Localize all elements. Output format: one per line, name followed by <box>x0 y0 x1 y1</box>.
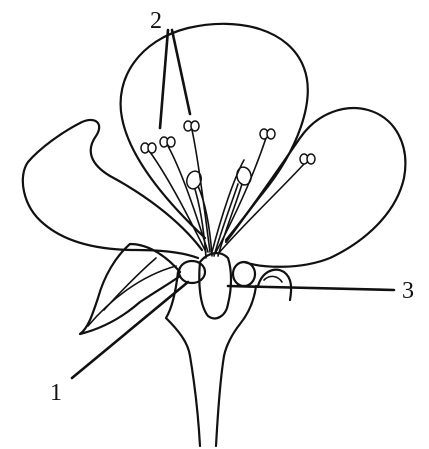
nectary-left <box>179 261 205 283</box>
petal-top <box>121 24 308 240</box>
sepal-left-vein <box>88 266 176 326</box>
label-3: 3 <box>402 278 414 304</box>
petal-right <box>226 108 405 267</box>
pointer-line-2b <box>172 30 190 114</box>
label-2: 2 <box>150 8 162 34</box>
filament-5 <box>218 164 304 254</box>
sepal-left <box>80 244 180 334</box>
anther-2 <box>160 137 175 147</box>
pointer-line-2a <box>160 30 168 128</box>
stem-right <box>216 356 224 446</box>
anther-1 <box>141 143 156 153</box>
filament-4 <box>216 138 266 252</box>
anther-5 <box>300 154 315 164</box>
label-1: 1 <box>50 380 62 406</box>
pointer-line-3 <box>228 286 394 290</box>
sepal-right <box>258 270 291 300</box>
anther-4 <box>260 129 275 139</box>
stem-left <box>190 356 200 446</box>
stigma-right <box>235 166 252 187</box>
sepal-right-inner <box>264 276 282 282</box>
ovary <box>199 253 231 318</box>
nectary-right <box>233 262 255 286</box>
pointer-line-1 <box>72 282 188 378</box>
anther-3 <box>184 121 199 131</box>
